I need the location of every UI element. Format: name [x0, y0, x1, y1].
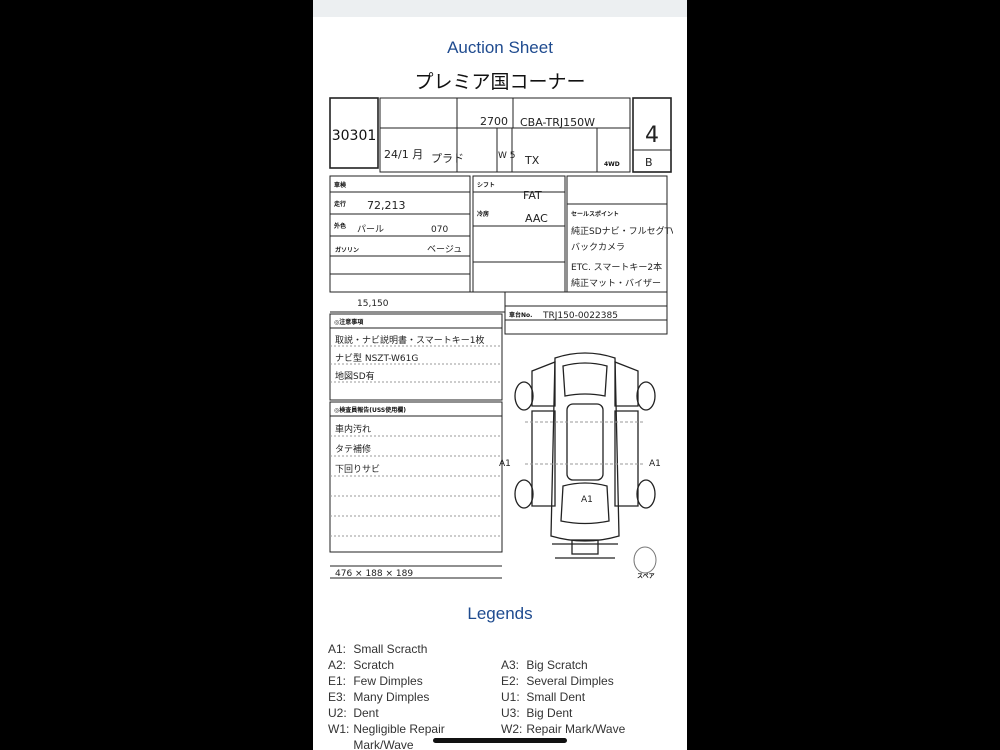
legend-item: A2: Scratch: [328, 657, 478, 673]
legend-item: A3: Big Scratch: [501, 657, 671, 673]
legend-text: Small Scracth: [353, 642, 428, 656]
auction-sheet-image[interactable]: プレミア国コーナー 30301 2700 CBA-TRJ150W 4 24/1 …: [327, 66, 673, 582]
sales-point-1: 純正SDナビ・フルセグTV: [571, 225, 673, 237]
mileage-label: 走行: [334, 200, 346, 208]
legend-item: U1: Small Dent: [501, 689, 671, 705]
car-name: プラド: [431, 152, 464, 165]
legend-text: Repair Mark/Wave: [526, 722, 626, 736]
legend-text: Several Dimples: [526, 674, 614, 688]
sheet-header: プレミア国コーナー: [414, 71, 585, 93]
legend-code: U1:: [501, 690, 520, 704]
top-bar: [313, 0, 687, 17]
legend-text: Dent: [353, 706, 379, 720]
legend-code: A3:: [501, 658, 520, 672]
ac-label: 冷房: [477, 210, 489, 218]
legend-code: E2:: [501, 674, 520, 688]
interior-color: ベージュ: [427, 245, 462, 255]
legend-code: E3:: [328, 690, 347, 704]
note-3: 地図SD有: [335, 370, 375, 382]
spare-label: スペア: [637, 573, 655, 580]
page-title: Auction Sheet: [447, 38, 553, 57]
home-indicator[interactable]: [433, 738, 567, 743]
legend-text: Negligible Repair Mark/Wave: [353, 722, 445, 750]
legend-item: W2: Repair Mark/Wave: [501, 721, 671, 737]
damage-mark-left: A1: [499, 459, 511, 469]
legends-title: Legends: [467, 604, 533, 623]
damage-mark-center: A1: [581, 495, 593, 505]
legend-item: E1: Few Dimples: [328, 673, 478, 689]
shaken-label: 車検: [334, 181, 347, 189]
legend-text: Big Scratch: [526, 658, 588, 672]
color: パール: [357, 224, 384, 235]
legend-code: W1:: [328, 722, 350, 736]
legend-right-column: A3: Big Scratch E2: Several Dimples U1: …: [501, 657, 671, 737]
grade: TX: [524, 154, 540, 167]
damage-mark-right: A1: [649, 459, 661, 469]
legend-item: W1: Negligible Repair Mark/Wave: [328, 721, 478, 750]
notes-label: ◎注意事項: [334, 318, 364, 326]
legend-code: U3:: [501, 706, 520, 720]
grade-score: 4: [645, 123, 659, 148]
ac: AAC: [525, 212, 548, 225]
legend-left-column: A1: Small Scracth A2: Scratch E1: Few Di…: [328, 641, 478, 750]
dimensions: 476 × 188 × 189: [335, 569, 413, 579]
doors: W 5: [498, 151, 516, 161]
legend-item: A1: Small Scracth: [328, 641, 478, 657]
legend-text: Big Dent: [526, 706, 573, 720]
legend-item: E2: Several Dimples: [501, 673, 671, 689]
legend-code: A2:: [328, 658, 347, 672]
shift-label: シフト: [477, 182, 495, 189]
model-code: CBA-TRJ150W: [520, 116, 595, 129]
legend-code: A1:: [328, 642, 347, 656]
vin: TRJ150-0022385: [542, 311, 618, 321]
sales-point-4: 純正マット・バイザー: [571, 277, 661, 289]
engine-cc: 2700: [480, 115, 508, 128]
note-1: 取説・ナビ説明書・スマートキー1枚: [335, 334, 484, 346]
year: 24/1 月: [384, 148, 423, 161]
fuel: ガソリン: [335, 246, 359, 254]
color-code: 070: [431, 225, 448, 235]
legend-item: U2: Dent: [328, 705, 478, 721]
legend-item: U3: Big Dent: [501, 705, 671, 721]
note-2: ナビ型 NSZT-W61G: [335, 353, 418, 364]
legend-item: E3: Many Dimples: [328, 689, 478, 705]
inspector-label: ◎検査員報告(USS使用欄): [334, 406, 406, 414]
legend-code: E1:: [328, 674, 347, 688]
legend-text: Many Dimples: [353, 690, 430, 704]
shift: FAT: [523, 189, 542, 202]
lot-number: 30301: [332, 128, 377, 144]
legend-text: Scratch: [353, 658, 395, 672]
recycle-fee: 15,150: [357, 299, 389, 309]
sales-point-2: バックカメラ: [571, 242, 625, 253]
inspector-note-2: タテ補修: [335, 443, 371, 455]
legend-code: W2:: [501, 722, 523, 736]
drive: 4WD: [604, 161, 620, 168]
chassis-label: 車台No.: [509, 311, 532, 319]
mileage: 72,213: [367, 199, 406, 212]
inspector-note-1: 車内汚れ: [335, 423, 371, 435]
legend-code: U2:: [328, 706, 347, 720]
phone-screen: Auction Sheet: [313, 0, 687, 750]
color-label: 外色: [333, 222, 346, 230]
sales-points-label: セールスポイント: [571, 210, 619, 218]
legend-text: Few Dimples: [353, 674, 423, 688]
legend-text: Small Dent: [526, 690, 586, 704]
inspector-note-3: 下回りサビ: [335, 464, 380, 475]
auction-sheet-drawing: プレミア国コーナー 30301 2700 CBA-TRJ150W 4 24/1 …: [329, 71, 673, 580]
sales-point-3: ETC. スマートキー2本: [571, 261, 662, 273]
interior-score: B: [645, 156, 653, 169]
